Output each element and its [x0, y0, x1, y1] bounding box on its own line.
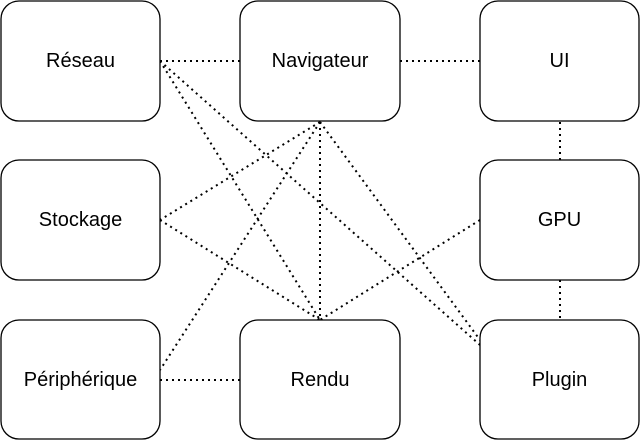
node-reseau: Réseau [0, 0, 161, 122]
node-stockage: Stockage [0, 159, 161, 281]
node-plugin: Plugin [479, 319, 640, 440]
edge-gpu-rendu [319, 219, 481, 321]
node-stockage-box [0, 159, 161, 281]
node-ui-label: UI [550, 50, 570, 72]
edge-navigateur-plugin [319, 121, 481, 341]
node-navigateur-label: Navigateur [272, 50, 369, 72]
edge-reseau-rendu [159, 60, 321, 321]
node-plugin-label: Plugin [532, 369, 588, 391]
edge-navigateur-stockage [159, 121, 321, 221]
node-peripherique-box [0, 319, 161, 440]
node-peripherique-label: Périphérique [24, 369, 137, 391]
node-gpu: GPU [479, 159, 640, 281]
node-rendu-box [239, 319, 401, 440]
edge-stockage-rendu [159, 219, 321, 321]
node-gpu-box [479, 159, 640, 281]
node-navigateur-box [239, 0, 401, 122]
node-plugin-box [479, 319, 640, 440]
node-rendu-label: Rendu [291, 369, 350, 391]
node-ui: UI [479, 0, 640, 122]
node-navigateur: Navigateur [239, 0, 401, 122]
node-reseau-box [0, 0, 161, 122]
node-stockage-label: Stockage [39, 209, 122, 231]
node-peripherique: Périphérique [0, 319, 161, 440]
edges [159, 60, 561, 381]
edge-navigateur-peripherique [159, 121, 321, 371]
node-reseau-label: Réseau [46, 50, 115, 72]
node-gpu-label: GPU [538, 209, 581, 231]
node-rendu: Rendu [239, 319, 401, 440]
node-ui-box [479, 0, 640, 122]
